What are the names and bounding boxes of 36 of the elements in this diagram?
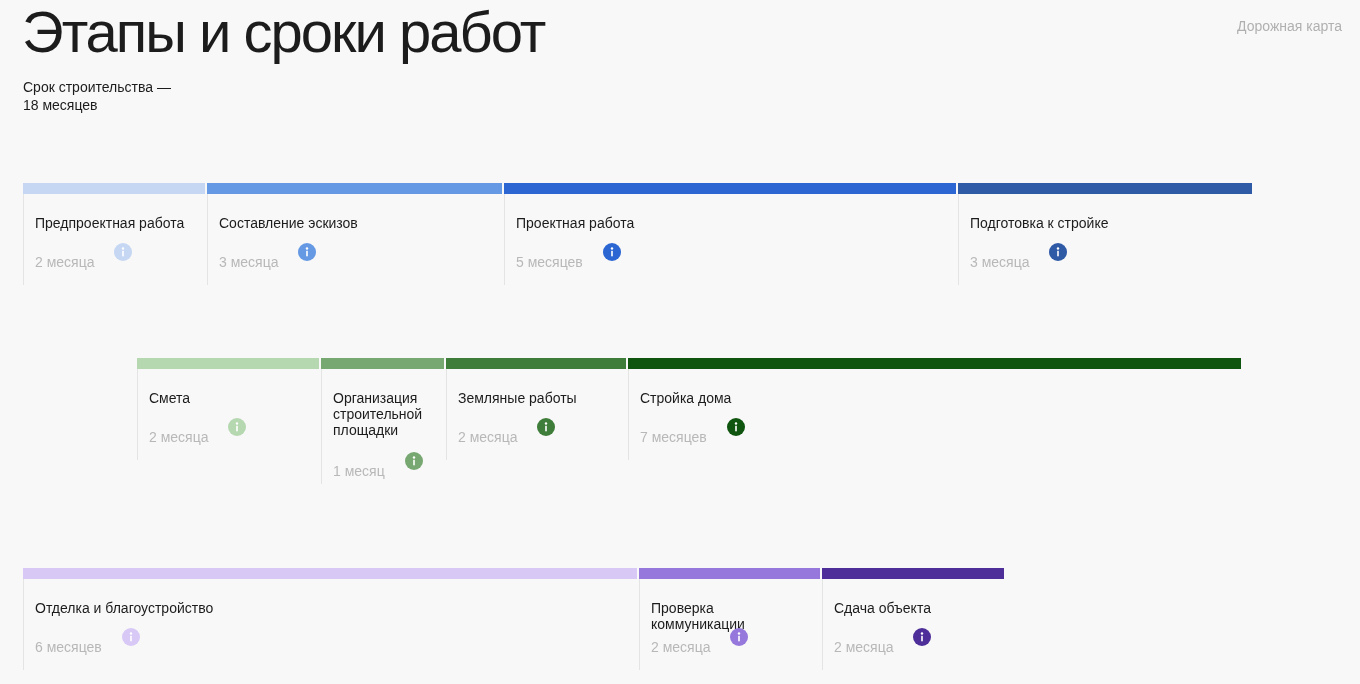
stage-column	[628, 358, 1243, 460]
stage-name: Проектная работа	[516, 215, 636, 231]
stage-name: Проверка коммуникации	[651, 600, 746, 632]
stage-name: Составление эскизов	[219, 215, 359, 231]
stage-name: Подготовка к стройке	[970, 215, 1110, 231]
stage-name: Организация строительной площадки	[333, 390, 424, 438]
section-label: Дорожная карта	[1237, 18, 1342, 34]
stage-name: Отделка и благоустройство	[35, 600, 215, 616]
stage-duration: 2 месяца	[834, 639, 894, 655]
stage-column	[23, 568, 639, 670]
stage-column	[504, 183, 958, 285]
stage-column	[23, 183, 207, 285]
stage-duration: 3 месяца	[219, 254, 279, 270]
stage-duration: 7 месяцев	[640, 429, 707, 445]
stage-name: Земляные работы	[458, 390, 578, 406]
stage-column	[137, 358, 321, 460]
stage-duration: 1 месяц	[333, 463, 385, 479]
stage-column	[958, 183, 1254, 285]
page-title: Этапы и сроки работ	[22, 0, 545, 64]
stage-duration: 3 месяца	[970, 254, 1030, 270]
stage-duration: 5 месяцев	[516, 254, 583, 270]
duration-note: Срок строительства — 18 месяцев	[23, 78, 172, 114]
stage-name: Смета	[149, 390, 192, 406]
stage-column	[822, 568, 1006, 670]
stage-name: Сдача объекта	[834, 600, 932, 616]
stage-column	[321, 358, 446, 484]
stage-duration: 2 месяца	[35, 254, 95, 270]
stage-name: Предпроектная работа	[35, 215, 186, 231]
stage-duration: 2 месяца	[651, 639, 711, 655]
stage-duration: 2 месяца	[458, 429, 518, 445]
stage-column	[446, 358, 628, 460]
stage-name: Стройка дома	[640, 390, 733, 406]
stage-duration: 6 месяцев	[35, 639, 102, 655]
stage-column	[639, 568, 822, 670]
stage-duration: 2 месяца	[149, 429, 209, 445]
stage-column	[207, 183, 504, 285]
